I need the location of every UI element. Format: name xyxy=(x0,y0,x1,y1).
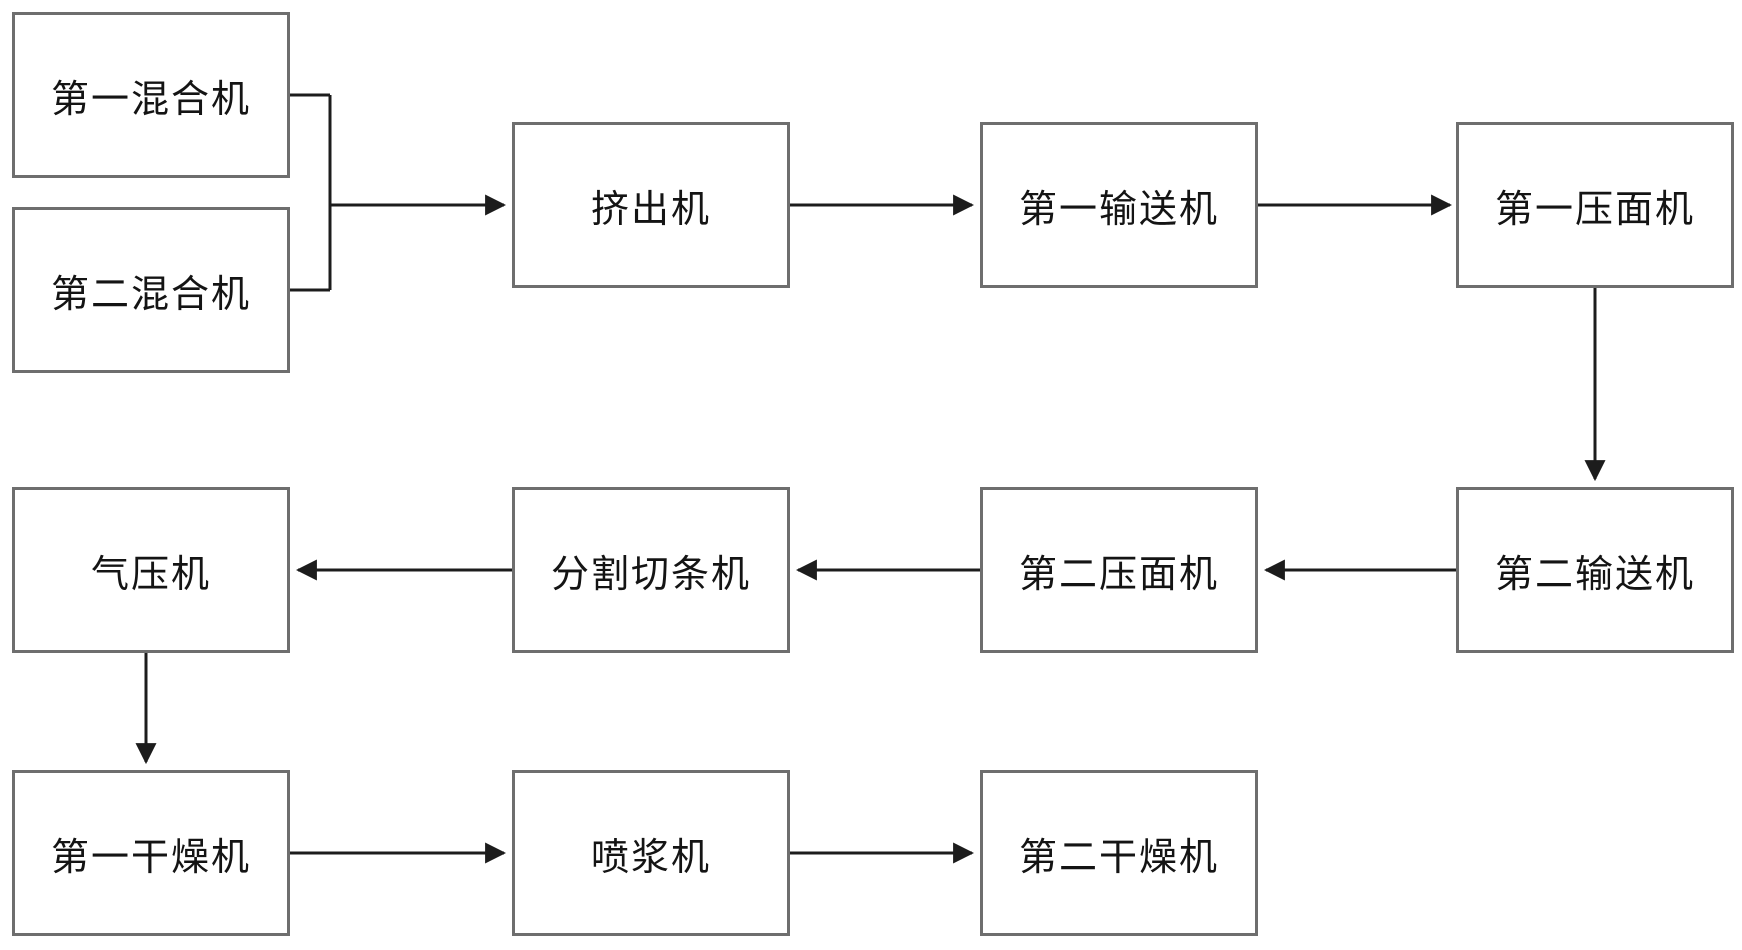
edge-mixers-merge-bracket xyxy=(290,93,332,292)
node-sprayer: 喷浆机 xyxy=(512,770,790,936)
node-label-dryer-2: 第二干燥机 xyxy=(1018,836,1219,879)
node-press-1: 第一压面机 xyxy=(1456,122,1734,288)
node-air-press: 气压机 xyxy=(12,487,290,653)
node-label-press-1: 第一压面机 xyxy=(1494,188,1695,231)
node-press-2: 第二压面机 xyxy=(980,487,1258,653)
node-label-press-2: 第二压面机 xyxy=(1018,553,1219,596)
node-label-dryer-1: 第一干燥机 xyxy=(50,836,251,879)
node-conveyor-2: 第二输送机 xyxy=(1456,487,1734,653)
node-label-sprayer: 喷浆机 xyxy=(590,836,711,879)
node-mixer-2: 第二混合机 xyxy=(12,207,290,373)
node-label-air-press: 气压机 xyxy=(90,553,211,596)
node-label-conveyor-2: 第二输送机 xyxy=(1494,553,1695,596)
node-mixer-1: 第一混合机 xyxy=(12,12,290,178)
node-label-conveyor-1: 第一输送机 xyxy=(1018,188,1219,231)
node-label-extruder: 挤出机 xyxy=(590,188,711,231)
node-label-mixer-2: 第二混合机 xyxy=(50,273,251,316)
node-dryer-2: 第二干燥机 xyxy=(980,770,1258,936)
node-conveyor-1: 第一输送机 xyxy=(980,122,1258,288)
node-extruder: 挤出机 xyxy=(512,122,790,288)
node-label-mixer-1: 第一混合机 xyxy=(50,78,251,121)
node-cutter: 分割切条机 xyxy=(512,487,790,653)
node-dryer-1: 第一干燥机 xyxy=(12,770,290,936)
node-label-cutter: 分割切条机 xyxy=(550,553,751,596)
